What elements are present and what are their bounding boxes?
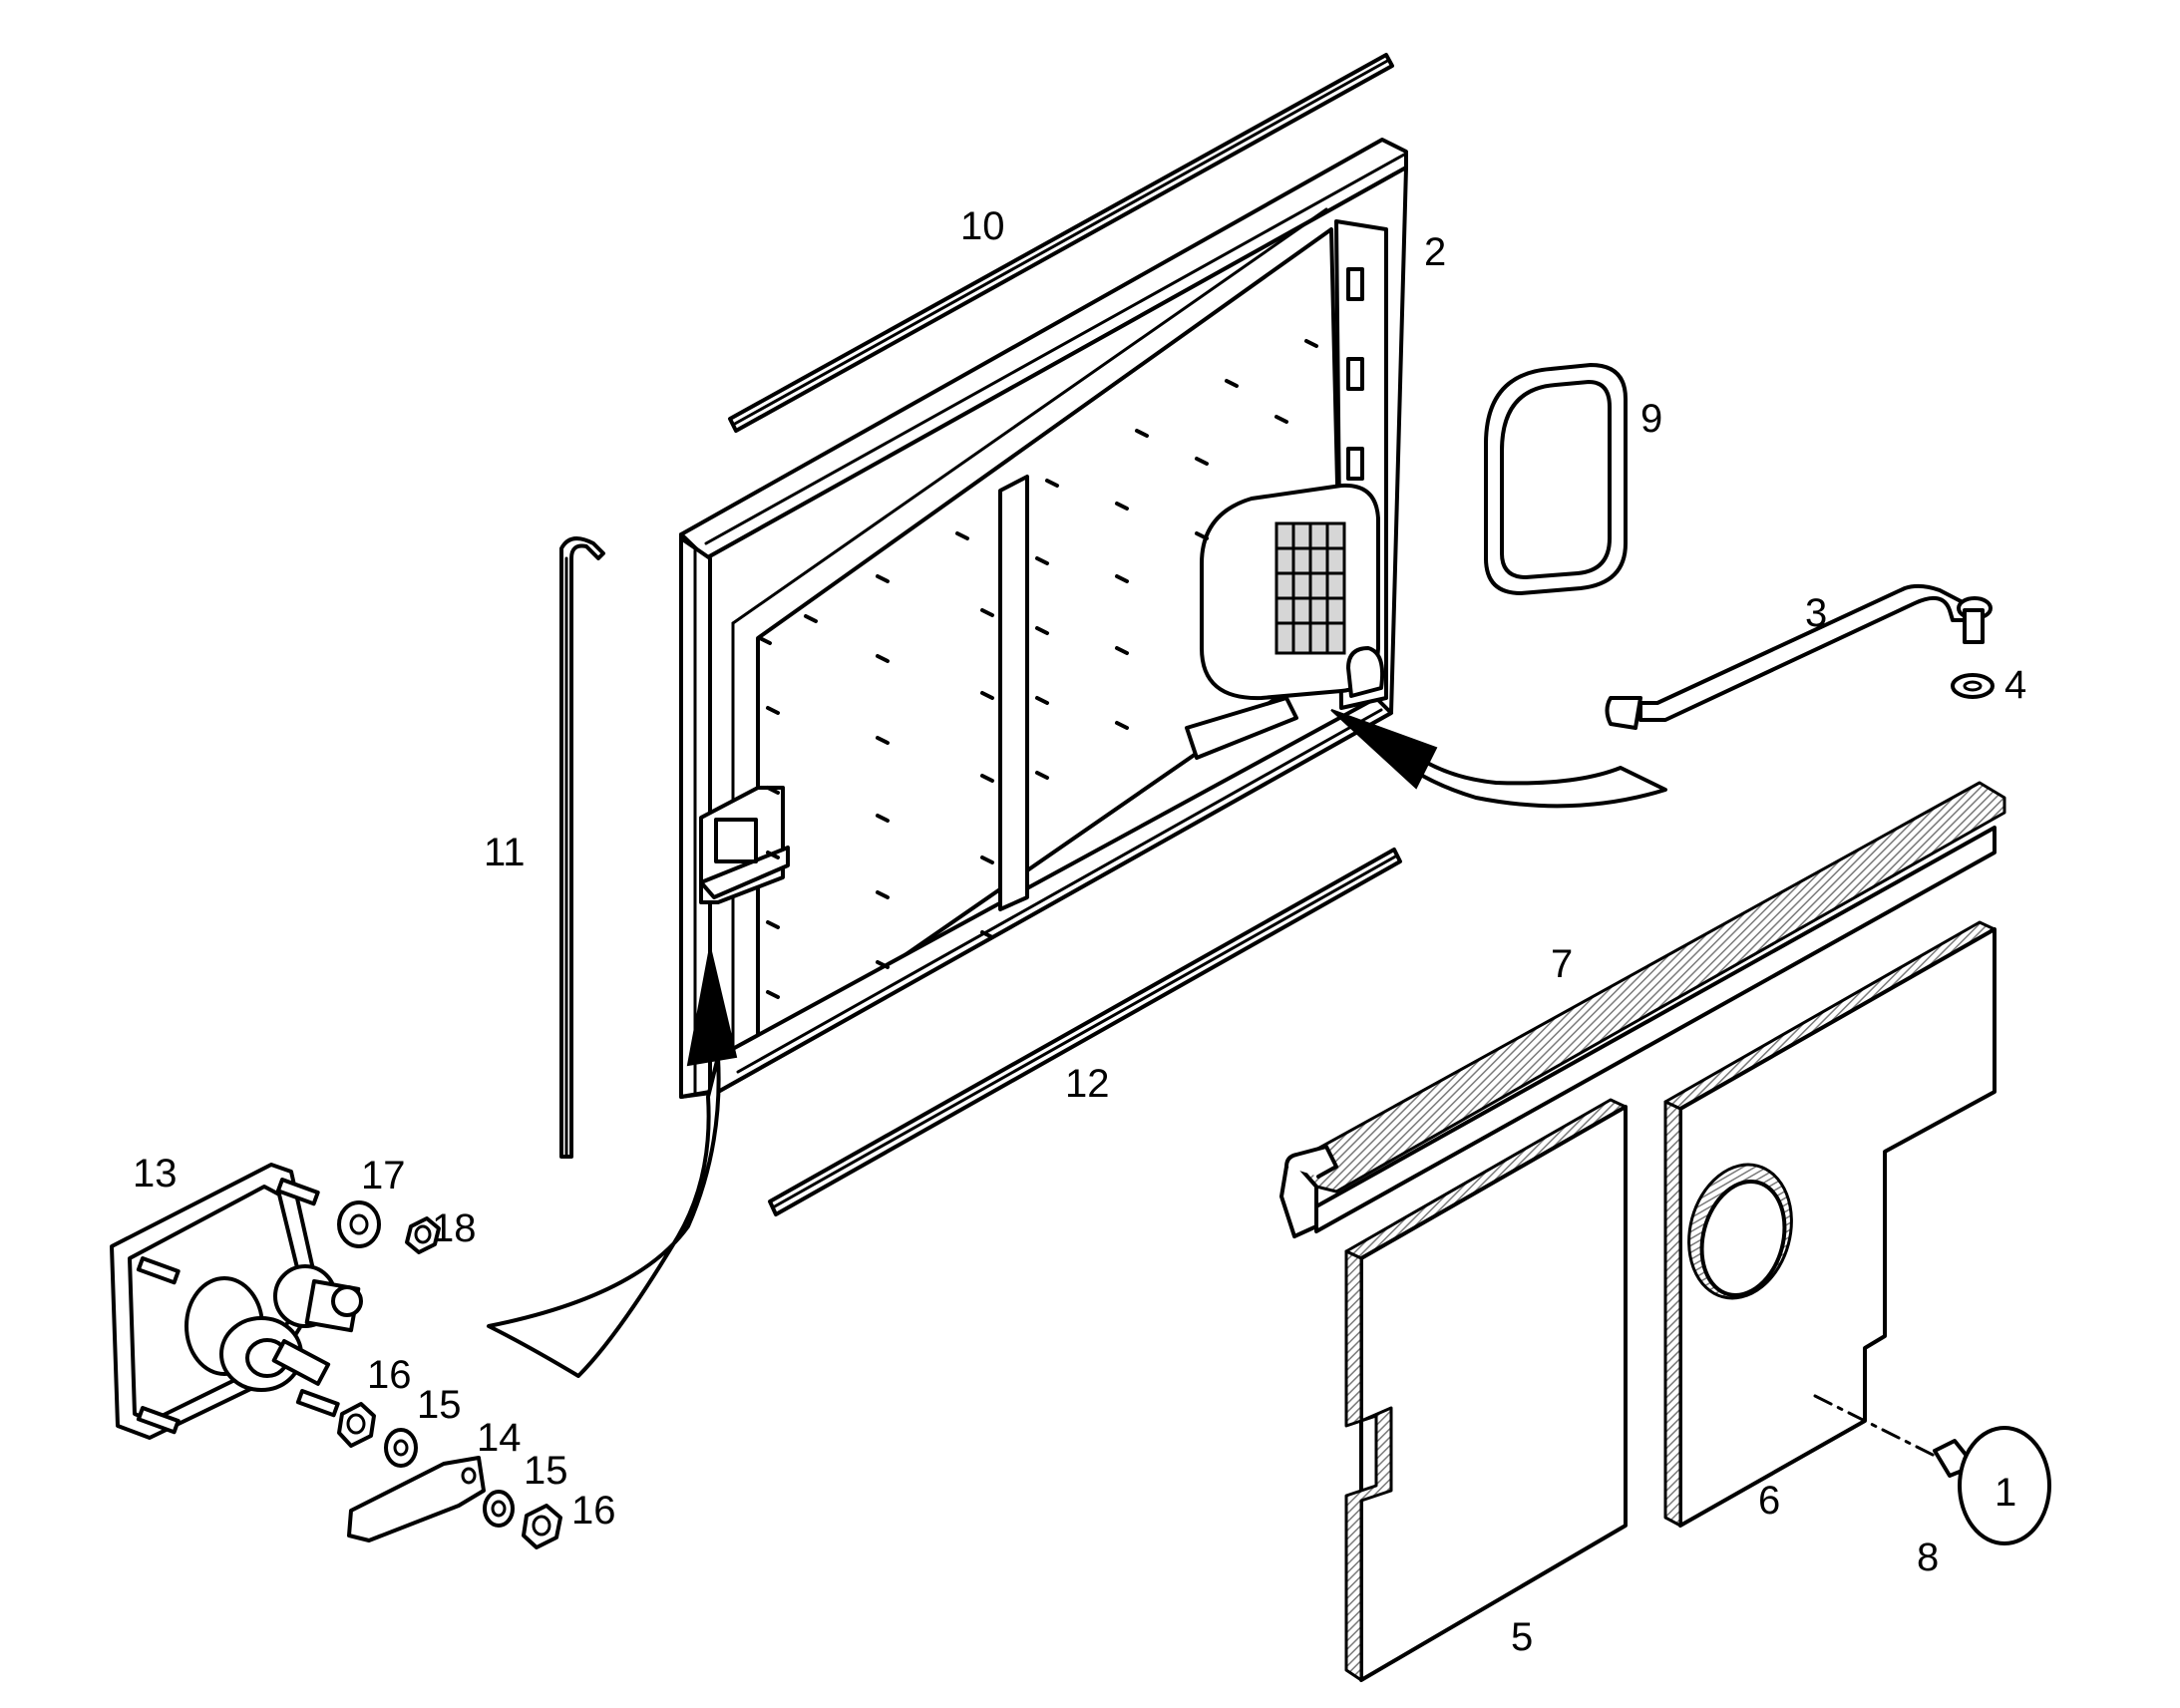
vent-gasket <box>1484 363 1628 595</box>
latch-cam <box>347 1456 486 1542</box>
callout-15-upper: 15 <box>417 1383 462 1427</box>
nut-16-lower <box>522 1504 562 1549</box>
callout-18: 18 <box>432 1206 477 1250</box>
door-frame <box>679 138 1408 1099</box>
left-foam-panel <box>1344 1098 1628 1682</box>
callout-4: 4 <box>2004 663 2026 707</box>
push-pin: 1 <box>1813 1394 2051 1545</box>
top-seal-strip <box>728 53 1394 433</box>
callout-3: 3 <box>1805 591 1827 635</box>
callout-16-lower: 16 <box>571 1489 616 1533</box>
callout-10: 10 <box>960 204 1005 248</box>
callout-16-upper: 16 <box>367 1353 412 1397</box>
nut-16-upper <box>337 1402 376 1448</box>
callout-9: 9 <box>1640 397 1662 441</box>
callout-11: 11 <box>484 831 526 874</box>
lock-assembly <box>110 1163 363 1440</box>
callout-5: 5 <box>1511 1615 1533 1659</box>
hook-rod <box>559 536 605 1159</box>
callout-6: 6 <box>1758 1479 1780 1523</box>
callout-8: 8 <box>1917 1536 1939 1579</box>
callout-14: 14 <box>477 1416 522 1460</box>
operating-rod <box>1605 583 1993 730</box>
cap-marking: 1 <box>1995 1471 2016 1515</box>
washer-17 <box>337 1200 381 1248</box>
bottom-seal-strip <box>768 848 1402 1216</box>
callout-17: 17 <box>361 1154 406 1197</box>
panel-slots <box>758 339 1318 999</box>
detail-arrow-rod <box>1330 709 1667 809</box>
right-foam-panel <box>1663 920 1997 1528</box>
callout-15-lower: 15 <box>524 1449 568 1493</box>
nut-18 <box>405 1216 441 1254</box>
detail-arrow-lock <box>487 946 738 1378</box>
callout-2: 2 <box>1424 230 1446 274</box>
washer-15-upper <box>384 1428 418 1468</box>
top-foam-strip <box>1279 781 2006 1238</box>
lock-washer <box>1951 673 1995 699</box>
callout-12: 12 <box>1065 1062 1110 1106</box>
callout-7: 7 <box>1551 942 1573 986</box>
washer-15-lower <box>483 1490 515 1528</box>
callout-13: 13 <box>133 1152 178 1196</box>
